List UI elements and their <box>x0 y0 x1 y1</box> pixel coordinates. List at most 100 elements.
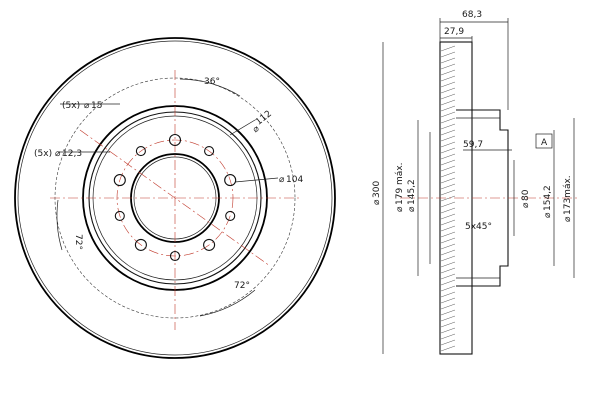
pcd-104-label: 104 <box>286 175 303 185</box>
hatch-line <box>440 123 456 130</box>
hatch-line <box>440 87 456 94</box>
center-line-diag <box>79 129 271 267</box>
dia-145-label: 145,2 <box>407 179 417 205</box>
view-marker-box <box>535 133 553 149</box>
hatch-line <box>440 273 456 280</box>
hatch-line <box>440 345 456 352</box>
outer-dia-label: 300 <box>372 181 382 198</box>
dim-arc-72-bottom <box>199 289 256 317</box>
hatch-line <box>440 45 456 52</box>
diameter-symbol-300: ⌀ <box>372 199 382 205</box>
diameter-symbol-145: ⌀ <box>407 206 417 212</box>
section-hatching <box>440 45 456 352</box>
diameter-symbol-80: ⌀ <box>521 202 531 208</box>
front-view: (5x) ⌀ 15 (5x) ⌀ 12,3 36° 72° 72° ⌀ 112 … <box>14 37 336 359</box>
view-marker-label: A <box>541 138 548 148</box>
bolt-hole <box>203 238 216 251</box>
hatch-line <box>440 117 456 124</box>
small-hole <box>225 210 236 221</box>
hatch-line <box>440 69 456 76</box>
hatch-line <box>440 183 456 190</box>
hatch-line <box>440 261 456 268</box>
hatch-line <box>440 135 456 142</box>
hatch-line <box>440 285 456 292</box>
hatch-line <box>440 249 456 256</box>
bolt-hole <box>224 174 237 187</box>
hatch-line <box>440 201 456 208</box>
outer-rim <box>14 37 336 359</box>
bolt-hole <box>113 174 126 187</box>
hatch-line <box>440 339 456 346</box>
section-view: A 68,3 27,9 59,7 5x45° ⌀ 300 ⌀ 179 máx. … <box>372 10 580 355</box>
outer-rim-inner <box>17 40 333 356</box>
hatch-line <box>440 237 456 244</box>
hatch-line <box>440 111 456 118</box>
hatch-line <box>440 231 456 238</box>
chamfer-label: 5x45° <box>465 222 492 232</box>
hatch-line <box>440 315 456 322</box>
diameter-symbol-12: ⌀ <box>55 149 61 159</box>
hatch-line <box>440 243 456 250</box>
hatch-line <box>440 147 456 154</box>
small-hole <box>114 210 125 221</box>
small-hole-dia: 12,3 <box>62 149 82 159</box>
hatch-line <box>440 159 456 166</box>
hatch-line <box>440 309 456 316</box>
hatch-line <box>440 177 456 184</box>
hatch-line <box>440 255 456 262</box>
diameter-symbol-104: ⌀ <box>279 175 285 185</box>
pcd-112-label: 112 <box>254 109 274 127</box>
disc-thickness-label: 27,9 <box>444 27 464 37</box>
hatch-line <box>440 333 456 340</box>
dia-173-label: 173máx. <box>563 175 573 215</box>
diameter-symbol-154: ⌀ <box>543 212 553 218</box>
total-height-label: 68,3 <box>462 10 482 20</box>
hatch-line <box>440 51 456 58</box>
hatch-line <box>440 267 456 274</box>
hatch-line <box>440 63 456 70</box>
bolt-count-label: (5x) <box>62 101 80 111</box>
hatch-line <box>440 225 456 232</box>
dim-arc-72-left <box>56 199 63 251</box>
dia-179-label: 179 máx. <box>395 162 405 205</box>
hub-depth-label: 59,7 <box>463 140 483 150</box>
angle-left-label: 72° <box>73 234 83 250</box>
hatch-line <box>440 303 456 310</box>
hatch-line <box>440 93 456 100</box>
dia-154-label: 154,2 <box>543 185 553 211</box>
small-hole-count-label: (5x) <box>34 149 52 159</box>
hatch-line <box>440 153 456 160</box>
diameter-symbol-15: ⌀ <box>84 101 90 111</box>
hatch-line <box>440 129 456 136</box>
hatch-line <box>440 207 456 214</box>
small-hole <box>169 250 181 262</box>
hatch-line <box>440 165 456 172</box>
bolt-hole-dia: 15 <box>91 101 102 111</box>
hatch-line <box>440 297 456 304</box>
small-hole <box>135 146 146 157</box>
hatch-line <box>440 279 456 286</box>
diameter-symbol-179: ⌀ <box>395 206 405 212</box>
dia-80-label: 80 <box>521 189 531 201</box>
dim-leader-112 <box>229 119 256 136</box>
hatch-line <box>440 321 456 328</box>
hatch-line <box>440 219 456 226</box>
hatch-line <box>440 105 456 112</box>
hatch-line <box>440 171 456 178</box>
angle-top-label: 36° <box>204 77 220 87</box>
hatch-line <box>440 189 456 196</box>
bolt-hole <box>134 238 147 251</box>
dim-arc-36 <box>179 78 241 97</box>
bolt-holes <box>113 133 237 262</box>
small-hole <box>204 146 215 157</box>
hatch-line <box>440 291 456 298</box>
bolt-hole <box>168 133 182 147</box>
diameter-symbol-173: ⌀ <box>563 216 573 222</box>
hatch-line <box>440 81 456 88</box>
dim-leader-104 <box>234 177 279 183</box>
angle-bottom-label: 72° <box>234 281 250 291</box>
hatch-line <box>440 57 456 64</box>
hatch-line <box>440 141 456 148</box>
